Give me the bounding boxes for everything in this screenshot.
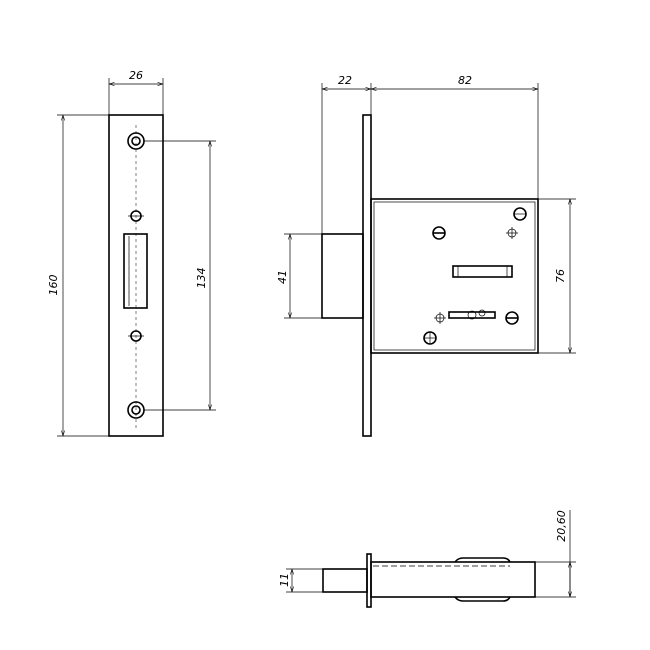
dim-body-thickness: 20,60 — [555, 510, 568, 542]
lock-body-edge — [370, 561, 536, 598]
bolt — [321, 233, 364, 319]
screw-hole-top — [127, 132, 145, 150]
dim-faceplate-width: 26 — [129, 69, 143, 82]
lock-body — [370, 198, 539, 354]
side-view: 22 82 41 76 — [276, 74, 576, 437]
bolt-slot — [123, 233, 148, 309]
front-plate — [362, 114, 372, 437]
follower-slot — [452, 265, 513, 278]
dim-body-depth: 82 — [458, 74, 472, 87]
dim-bolt-height: 41 — [276, 270, 289, 284]
dim-hole-spacing: 134 — [195, 268, 208, 289]
bottom-view: 11 20,60 — [278, 510, 576, 608]
body-holes — [423, 207, 527, 345]
dim-body-height: 76 — [554, 269, 567, 283]
dim-bolt-thickness: 11 — [278, 573, 291, 587]
keyhole — [448, 311, 496, 319]
faceplate-outline — [108, 114, 164, 437]
dim-bolt-projection: 22 — [338, 74, 352, 87]
dim-faceplate-height: 160 — [47, 275, 60, 296]
bolt-edge — [322, 568, 368, 593]
faceplate-view: 26 160 134 — [47, 69, 216, 437]
